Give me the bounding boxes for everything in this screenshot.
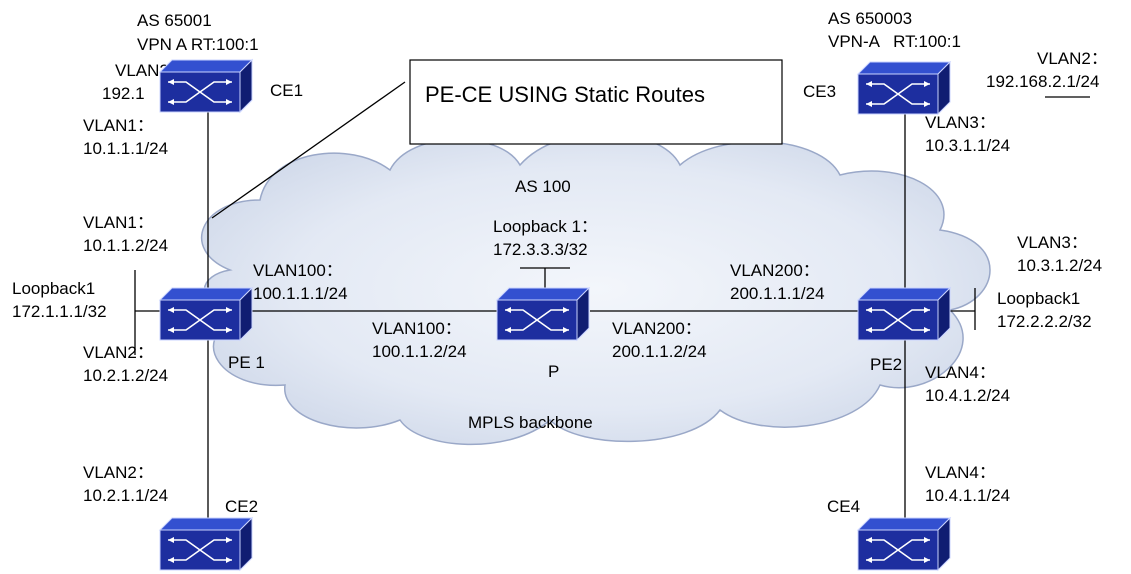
p-name: P — [548, 362, 559, 381]
pe1-name: PE 1 — [228, 353, 265, 372]
ce4-vlan4-ip: 10.4.1.1/24 — [925, 486, 1010, 505]
p-loopback-name: Loopback 1： — [493, 217, 598, 236]
switch-pe2-icon[interactable] — [857, 287, 951, 341]
ce3-vlan3-name: VLAN3： — [925, 113, 996, 132]
callout-box — [409, 59, 783, 145]
ce1-vlan1-ip: 10.1.1.1/24 — [83, 139, 168, 158]
p-vlan100-ip: 100.1.1.2/24 — [372, 342, 467, 361]
ce4-name: CE4 — [827, 497, 860, 516]
pe2-vlan200-name: VLAN200： — [730, 261, 820, 280]
ce2-vlan2-ip: 10.2.1.1/24 — [83, 486, 168, 505]
ce1-name: CE1 — [270, 81, 303, 100]
switch-ce4-icon[interactable] — [857, 517, 951, 571]
pe2-vlan3-name: VLAN3： — [1017, 233, 1088, 252]
pe1-vlan1-ip: 10.1.1.2/24 — [83, 236, 168, 255]
switch-ce2-icon[interactable] — [159, 517, 253, 571]
as100-label: AS 100 — [515, 177, 571, 196]
pe1-loopback-ip: 172.1.1.1/32 — [12, 302, 107, 321]
pe1-vlan2-name: VLAN2： — [83, 343, 154, 362]
pe2-loopback-ip: 172.2.2.2/32 — [997, 312, 1092, 331]
pe2-loopback-name: Loopback1 — [997, 289, 1080, 308]
callout-leader — [211, 81, 406, 219]
ce1-vpn-label: VPN A RT:100:1 — [137, 35, 259, 54]
ce2-vlan2-name: VLAN2： — [83, 463, 154, 482]
p-vlan100-name: VLAN100： — [372, 319, 462, 338]
callout-text: PE-CE USING Static Routes — [425, 82, 705, 107]
switch-ce3-icon[interactable] — [857, 61, 951, 115]
ce3-vpn-label: VPN-A RT:100:1 — [828, 32, 961, 51]
pe2-vlan4-ip: 10.4.1.2/24 — [925, 386, 1010, 405]
ce1-ip-partial: 192.1 — [102, 84, 145, 103]
switch-pe1-icon[interactable] — [159, 287, 253, 341]
pe1-loopback-name: Loopback1 — [12, 279, 95, 298]
ce3-vlan2-name: VLAN2： — [1037, 49, 1108, 68]
pe1-vlan2-ip: 10.2.1.2/24 — [83, 366, 168, 385]
mpls-backbone-label: MPLS backbone — [468, 413, 593, 432]
p-vlan200-name: VLAN200： — [612, 319, 702, 338]
ce3-name: CE3 — [803, 82, 836, 101]
ce4-vlan4-name: VLAN4： — [925, 463, 996, 482]
ce3-as-label: AS 650003 — [828, 9, 912, 28]
switch-p-icon[interactable] — [496, 287, 590, 341]
ce1-as-label: AS 65001 — [137, 11, 212, 30]
ce1-vlan-partial: VLAN2 — [115, 61, 169, 80]
pe1-vlan1-name: VLAN1： — [83, 213, 154, 232]
pe1-vlan100-name: VLAN100： — [253, 261, 343, 280]
ce1-vlan1-name: VLAN1： — [83, 116, 154, 135]
ce2-name: CE2 — [225, 497, 258, 516]
pe2-vlan3-ip: 10.3.1.2/24 — [1017, 256, 1102, 275]
ce3-vlan3-ip: 10.3.1.1/24 — [925, 136, 1010, 155]
pe2-name: PE2 — [870, 355, 902, 374]
pe2-vlan200-ip: 200.1.1.1/24 — [730, 284, 825, 303]
pe2-vlan4-name: VLAN4： — [925, 363, 996, 382]
ce1-switch-overlay — [159, 59, 253, 113]
p-vlan200-ip: 200.1.1.2/24 — [612, 342, 707, 361]
p-loopback-ip: 172.3.3.3/32 — [493, 240, 588, 259]
ce3-vlan2-ip: 192.168.2.1/24 — [986, 72, 1099, 91]
pe1-vlan100-ip: 100.1.1.1/24 — [253, 284, 348, 303]
